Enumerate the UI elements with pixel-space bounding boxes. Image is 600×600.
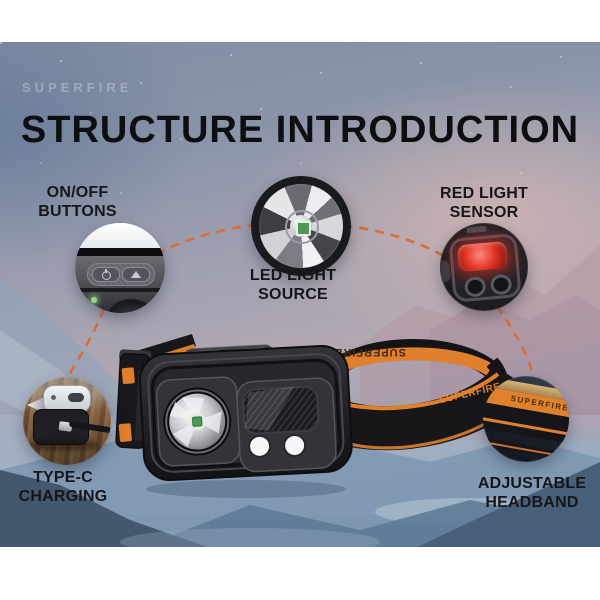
page-title: STRUCTURE INTRODUCTION: [20, 109, 580, 151]
brand-watermark: SUPERFIRE: [22, 80, 133, 95]
onoff-label: ON/OFF BUTTONS: [38, 184, 117, 220]
star-speckles: [0, 42, 2, 44]
lamp-ground-shadow: [146, 480, 346, 498]
red-label: RED LIGHT SENSOR: [439, 185, 529, 221]
band-brand-mirrored: SUPERFIRE: [334, 346, 406, 358]
mode-button: [122, 267, 150, 282]
button-panel: [87, 263, 155, 286]
onoff-buttons-callout: [75, 223, 165, 313]
connector-right-down: [495, 305, 536, 380]
red-light-window: [457, 240, 509, 273]
top-white-bar: [0, 0, 600, 42]
led-source-callout: [251, 176, 351, 276]
connector-left-down: [64, 308, 106, 381]
typec-label: TYPE-C CHARGING: [18, 469, 108, 505]
led-chip-closeup: [295, 220, 311, 236]
band-label: ADJUSTABLE HEADBAND: [477, 475, 587, 511]
typec-charging-callout: [23, 377, 111, 465]
sensor-dot-right: [283, 433, 307, 457]
green-indicator: [91, 297, 97, 303]
bottom-white-bar: [0, 547, 600, 600]
sensor-dot-left: [248, 434, 272, 458]
headlamp-body: [139, 344, 353, 482]
sensor-mesh-window: [242, 385, 320, 435]
power-icon: [102, 269, 111, 280]
led-chip: [192, 416, 203, 427]
triangle-brightness-icon: [131, 271, 141, 278]
red-sensor-callout: [440, 223, 528, 311]
power-button: [92, 267, 120, 282]
led-label: LED LIGHT SOURCE: [249, 267, 337, 303]
headband-callout: SUPERFIRE: [483, 376, 569, 462]
